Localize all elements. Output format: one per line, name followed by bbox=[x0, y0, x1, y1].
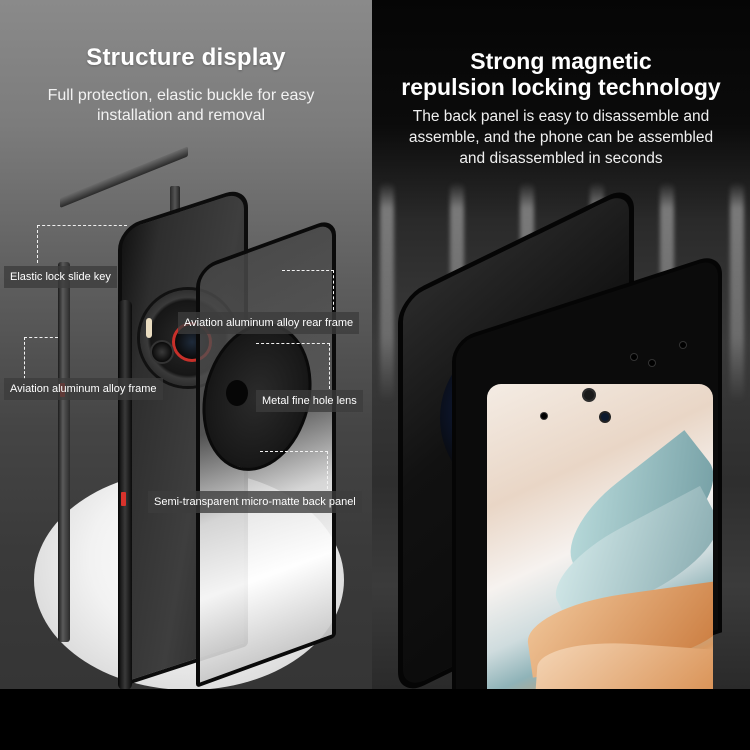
camera-lens-icon bbox=[150, 340, 174, 364]
structure-display-panel: Structure display Full protection, elast… bbox=[0, 0, 372, 689]
front-camera-icon bbox=[601, 413, 609, 421]
phone-screen bbox=[487, 384, 713, 694]
leader-line bbox=[24, 337, 58, 379]
magnetic-locking-title: Strong magnetic repulsion locking techno… bbox=[372, 48, 750, 100]
subtitle-line-2: assemble, and the phone can be assembled bbox=[408, 129, 714, 146]
background-light-bar bbox=[730, 182, 744, 402]
leader-line bbox=[260, 451, 328, 489]
structure-display-subtitle: Full protection, elastic buckle for easy… bbox=[0, 86, 362, 126]
frame-hole-icon bbox=[680, 342, 686, 348]
leader-line bbox=[282, 270, 334, 310]
title-line-2: repulsion locking technology bbox=[401, 74, 721, 100]
title-line-1: Strong magnetic bbox=[470, 48, 652, 74]
bottom-black-bar bbox=[0, 689, 750, 750]
callout-aviation-aluminum-alloy-rear-frame: Aviation aluminum alloy rear frame bbox=[178, 312, 360, 334]
elastic-lock-key-icon bbox=[584, 390, 594, 400]
frame-hole-icon bbox=[631, 354, 637, 360]
callout-metal-fine-hole-lens: Metal fine hole lens bbox=[256, 390, 363, 412]
leader-line bbox=[37, 225, 127, 263]
structure-display-title: Structure display bbox=[86, 44, 286, 71]
flash-icon bbox=[146, 318, 152, 338]
callout-elastic-lock-slide-key: Elastic lock slide key bbox=[4, 266, 117, 288]
red-button-icon bbox=[121, 492, 126, 506]
magnetic-locking-subtitle: The back panel is easy to disassemble an… bbox=[372, 106, 750, 169]
bumper-frame-top-rail bbox=[60, 146, 188, 208]
subtitle-line-1: The back panel is easy to disassemble an… bbox=[412, 108, 710, 125]
frame-hole-icon bbox=[541, 413, 547, 419]
frame-hole-icon bbox=[649, 360, 655, 366]
callout-aviation-aluminum-alloy-frame: Aviation aluminum alloy frame bbox=[4, 378, 163, 400]
bumper-frame-left-rail bbox=[58, 262, 70, 642]
callout-semi-transparent-back-panel: Semi-transparent micro-matte back panel bbox=[148, 491, 362, 513]
lens-hole-icon bbox=[226, 380, 248, 406]
subtitle-line-3: and disassembled in seconds bbox=[459, 150, 663, 167]
leader-line bbox=[256, 343, 330, 389]
background-light-bar bbox=[380, 182, 394, 402]
subtitle-line-2: installation and removal bbox=[96, 107, 266, 124]
subtitle-line-1: Full protection, elastic buckle for easy bbox=[47, 87, 315, 104]
